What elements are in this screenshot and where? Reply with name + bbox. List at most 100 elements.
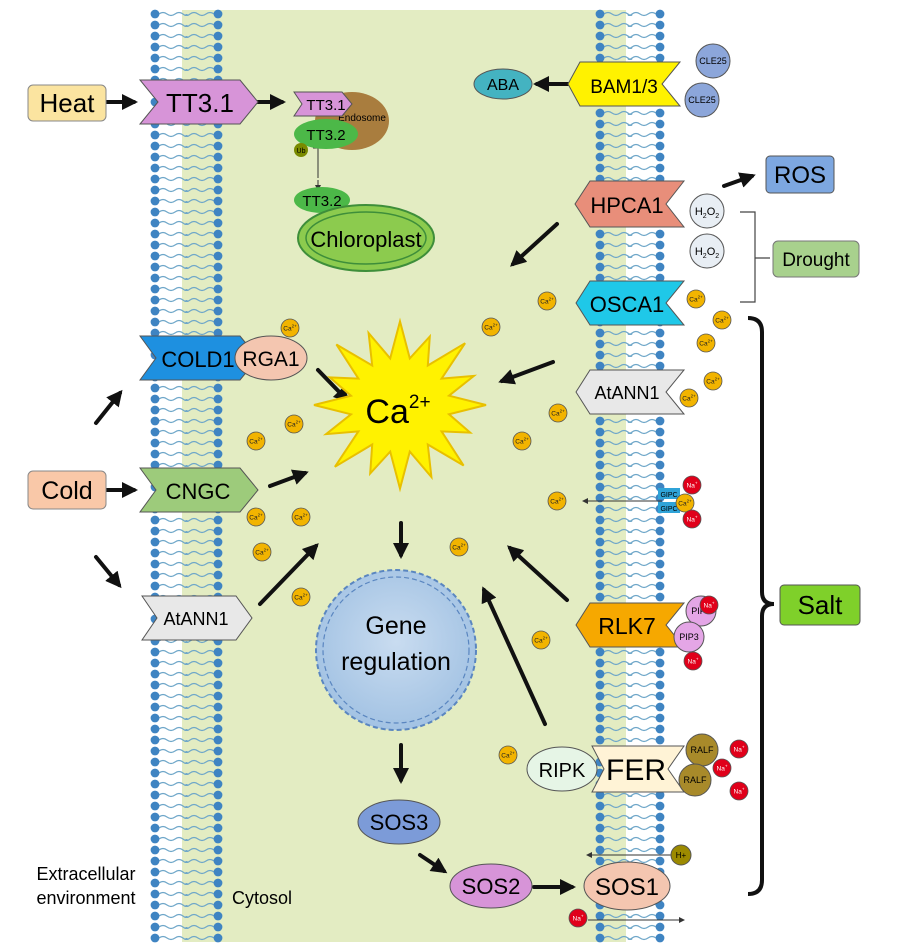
cold-label: Cold xyxy=(41,477,92,505)
ub-circle xyxy=(294,143,308,157)
ralf-a-label: RALF xyxy=(690,745,714,755)
ca-ion-3: Ca2+ xyxy=(686,289,706,309)
tt32-upper xyxy=(294,119,358,149)
arrow-cngc-ca xyxy=(268,469,309,488)
svg-text:Ca2+: Ca2+ xyxy=(550,497,564,506)
ralf-b-label: RALF xyxy=(683,775,707,785)
svg-text:Na+: Na+ xyxy=(688,657,699,666)
gene-line2: regulation xyxy=(341,648,451,676)
ca-ion-6: Ca2+ xyxy=(703,371,723,391)
svg-text:Ca2+: Ca2+ xyxy=(715,316,729,325)
endosome-complex: Endosome TT3.1 TT3.2 Ub xyxy=(293,91,389,157)
tt31-label: TT3.1 xyxy=(166,88,234,118)
bam13-receptor: BAM1/3 xyxy=(567,61,682,107)
cngc-label: CNGC xyxy=(166,479,231,504)
cle25-peptides: CLE25 CLE25 xyxy=(684,43,731,118)
ripk-label: RIPK xyxy=(539,760,586,782)
ion-layer: Ca2+ Ca2+ Ca2+ Ca2+ Ca2+ Ca2+ Ca2+ Ca2+ Ca2+ Ca2+… xyxy=(246,289,749,928)
svg-text:Ca2+: Ca2+ xyxy=(682,394,696,403)
arrow-cold-cold1 xyxy=(94,389,123,425)
tt31-small-label: TT3.1 xyxy=(306,97,345,114)
cle25-b-label: CLE25 xyxy=(688,95,716,105)
cold1-label: COLD1 xyxy=(161,347,234,372)
arrow-rga1-ca xyxy=(316,368,350,403)
ca-ion-12: Ca2+ xyxy=(547,491,567,511)
ca-ion-15: Ca2+ xyxy=(291,507,311,527)
na-ion-3: Na+ xyxy=(683,651,703,671)
na-ion-7: Na+ xyxy=(568,908,588,928)
tt32-lower xyxy=(294,187,350,213)
ca-ion-20: Ca2+ xyxy=(498,745,518,765)
na-ion-4: Na+ xyxy=(729,739,749,759)
drought-label: Drought xyxy=(782,250,850,271)
svg-text:Ca2+: Ca2+ xyxy=(515,437,529,446)
arrow-atann1-ca xyxy=(258,543,319,606)
na-ion-5: Na+ xyxy=(712,758,732,778)
chloroplast-label: Chloroplast xyxy=(310,227,421,252)
ca-ion-10: Ca2+ xyxy=(284,414,304,434)
cle25-a-label: CLE25 xyxy=(699,56,727,66)
drought-box: Drought xyxy=(772,240,860,278)
atann1-left: AtANN1 xyxy=(141,595,253,641)
svg-text:Ca2+: Ca2+ xyxy=(484,323,498,332)
svg-text:Ca2+: Ca2+ xyxy=(452,543,466,552)
salt-box: Salt xyxy=(779,584,861,626)
na-ion-2: Na+ xyxy=(699,595,719,615)
hpca1-label: HPCA1 xyxy=(590,193,663,218)
pip3-peptides: PIP3 PIP3 xyxy=(673,595,717,653)
ca-ion-8: Ca2+ xyxy=(548,403,568,423)
ca-ion-13: Ca2+ xyxy=(675,493,695,513)
ca-ion-14: Ca2+ xyxy=(246,507,266,527)
svg-text:Ca2+: Ca2+ xyxy=(501,751,515,760)
atann1-right: AtANN1 xyxy=(575,369,686,415)
cold-box: Cold xyxy=(27,470,107,510)
salt-bracket xyxy=(747,316,775,896)
ca-ion-5: Ca2+ xyxy=(696,333,716,353)
svg-text:Ca2+: Ca2+ xyxy=(534,636,548,645)
gipc-complex: GIPC GIPC xyxy=(658,488,680,513)
sos1-node: SOS1 xyxy=(583,861,671,911)
svg-text:Ca2+: Ca2+ xyxy=(294,513,308,522)
fer-receptor: FER xyxy=(591,745,685,793)
cytosol-label: Cytosol xyxy=(232,888,292,908)
svg-text:Na+: Na+ xyxy=(734,745,745,754)
chloroplast xyxy=(297,204,435,272)
pip3-a-label: PIP3 xyxy=(691,606,711,616)
arrow-hpca1-ca xyxy=(510,222,559,267)
extracellular-label-line1: Extracellular xyxy=(36,864,135,884)
rga1-label: RGA1 xyxy=(242,348,299,371)
h2o2-molecules: H2O2 H2O2 xyxy=(689,193,725,269)
tt31-receptor: TT3.1 xyxy=(138,79,259,125)
sos1-label: SOS1 xyxy=(595,874,659,901)
gipc-b-label: GIPC xyxy=(660,506,677,513)
ros-label: ROS xyxy=(774,162,826,189)
svg-text:Ca2+: Ca2+ xyxy=(249,513,263,522)
atann1-left-label: AtANN1 xyxy=(163,609,228,629)
sos3-label: SOS3 xyxy=(370,810,429,835)
tt32-upper-label: TT3.2 xyxy=(306,127,345,144)
cold1-receptor: COLD1 xyxy=(139,335,259,381)
na-ion-0: Na+ xyxy=(682,475,702,495)
tt31-small xyxy=(293,91,353,117)
arrow-rlk7-ca xyxy=(507,545,569,602)
ca-ion-18: Ca2+ xyxy=(291,587,311,607)
svg-text:Na+: Na+ xyxy=(734,787,745,796)
svg-text:Ca2+: Ca2+ xyxy=(551,409,565,418)
ca-ion-11: Ca2+ xyxy=(512,431,532,451)
calcium-center-label: Ca2+ xyxy=(365,392,430,431)
endosome-label: Endosome xyxy=(338,113,386,124)
arrow-cold-atann1 xyxy=(94,555,122,589)
sos2-label: SOS2 xyxy=(462,874,521,899)
rlk7-receptor: RLK7 xyxy=(575,602,686,648)
svg-text:Na+: Na+ xyxy=(704,601,715,610)
heat-label: Heat xyxy=(40,88,96,118)
arrow-ripk-ca xyxy=(481,586,547,726)
aba-node: ABA xyxy=(473,68,533,100)
gipc-a-label: GIPC xyxy=(660,492,677,499)
ca-ion-9: Ca2+ xyxy=(246,431,266,451)
calcium-burst: Ca2+ xyxy=(313,317,487,493)
hpca1-receptor: HPCA1 xyxy=(574,180,686,228)
drought-bracket xyxy=(740,211,770,303)
ca-ion-0: Ca2+ xyxy=(537,291,557,311)
heat-box: Heat xyxy=(27,84,107,122)
